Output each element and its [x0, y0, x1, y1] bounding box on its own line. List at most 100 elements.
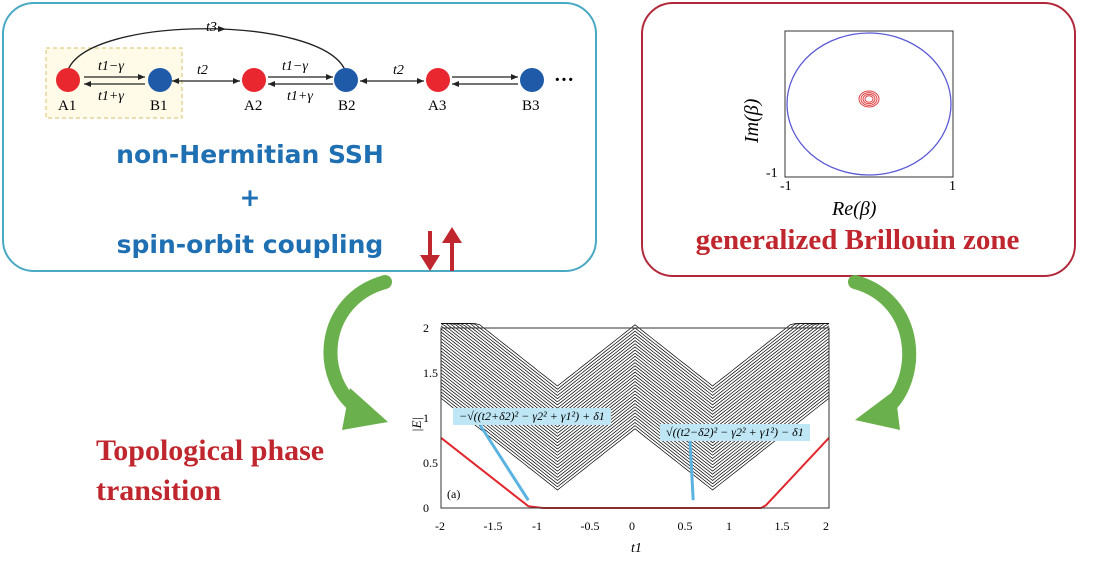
- green-arrow-left-shaft: [323, 275, 392, 417]
- x-tick-label: 1.5: [775, 519, 790, 533]
- ssh-model-panel: [2, 2, 597, 272]
- energy-band-line: [441, 323, 829, 403]
- unit-circle-curve: [786, 32, 952, 176]
- y-tick-label: 0.5: [423, 456, 438, 470]
- energy-band-line: [441, 323, 829, 393]
- site-b1: [148, 68, 172, 92]
- y-tick-label: 2: [423, 321, 429, 335]
- phase-transition-title-2: transition: [96, 474, 222, 507]
- b1-a1-backward-head: [84, 81, 91, 87]
- site-label-a3: A3: [428, 98, 446, 114]
- green-arrow-left-icon: [323, 275, 392, 430]
- energy-band-line: [440, 391, 830, 485]
- b2-a3-head-left: [360, 78, 367, 84]
- energy-band-line: [441, 323, 829, 412]
- zero-mode-curve: [440, 437, 830, 509]
- x-tick-label: 0: [629, 519, 635, 533]
- y-tick-label: 1: [423, 411, 429, 425]
- energy-band-line: [440, 331, 830, 425]
- plus-sign: +: [239, 183, 261, 212]
- spin-down-head: [420, 255, 440, 271]
- annotation-right-box: √((t2−δ2)² − γ2² + γ1²) − δ1: [660, 424, 810, 441]
- annotation-left-formula: −√((t2+δ2)² − γ2² + γ1²) + δ1: [459, 409, 605, 423]
- energy-band-line: [440, 397, 830, 491]
- spin-up-head: [442, 227, 462, 243]
- chain-ellipsis: ···: [554, 69, 574, 91]
- hop-intra-forward-label-2: t1−γ: [282, 59, 308, 74]
- phase-spectrum-plot: (a) |E| t1 -2 -1.5 -1 -0.5 0 0.5 1 1.5 2 0 0.5 1 1.…: [409, 321, 830, 556]
- hop-intra-forward-label: t1−γ: [98, 59, 124, 74]
- energy-band-line: [440, 338, 830, 431]
- y-tick-label: 1.5: [423, 366, 438, 380]
- hop-intra-backward-label-2: t1+γ: [287, 89, 313, 104]
- green-arrow-left-head: [342, 388, 388, 430]
- a3-b3-forward-head: [511, 74, 518, 80]
- energy-band-line: [440, 350, 830, 444]
- site-label-a1: A1: [58, 98, 76, 114]
- gbz-ylabel: Im(β): [741, 98, 763, 144]
- y-tick-labels: 0 0.5 1 1.5 2: [423, 321, 438, 515]
- energy-band-line: [440, 394, 830, 488]
- gbz-loop-1: [858, 90, 880, 108]
- t3-arrowhead: [218, 26, 226, 32]
- site-b3: [520, 68, 544, 92]
- phase-xlabel: t1: [631, 541, 642, 556]
- b1-a2-head-right: [233, 78, 240, 84]
- energy-band-line: [440, 325, 830, 418]
- t3-arc: [67, 28, 346, 71]
- model-title: non-Hermitian SSH: [116, 140, 384, 169]
- energy-band-line: [441, 323, 829, 412]
- energy-band-line: [441, 323, 829, 399]
- gbz-xtick-min: -1: [780, 179, 792, 194]
- annotation-left-box: −√((t2+δ2)² − γ2² + γ1²) + δ1: [453, 408, 611, 425]
- spin-arrows-icon: [420, 227, 462, 271]
- ssh-chain-diagram: t3 t1−γ t1+γ t2 t1−γ t1+γ t2 A1 B1 A2 B2…: [45, 20, 574, 119]
- gbz-plot: -1 -1 1 Re(β) Im(β): [741, 30, 956, 220]
- green-arrow-right-icon: [848, 275, 917, 430]
- t3-label: t3: [206, 20, 217, 35]
- gbz-xtick-max: 1: [949, 179, 956, 194]
- site-label-b2: B2: [338, 98, 356, 114]
- energy-band-line: [440, 341, 830, 434]
- x-tick-label: -2: [435, 519, 445, 533]
- green-arrow-right-head: [855, 390, 900, 430]
- x-tick-label: -1: [532, 519, 542, 533]
- gbz-xlabel: Re(β): [831, 198, 877, 220]
- a1-b1-forward-head: [138, 74, 145, 80]
- annotation-pointer-right: [688, 440, 695, 501]
- annotation-pointer-left: [478, 424, 530, 502]
- energy-band-line: [441, 323, 829, 396]
- energy-band-line: [440, 347, 830, 440]
- phase-ylabel: |E|: [409, 417, 424, 432]
- gbz-loop-4: [864, 95, 874, 103]
- b2-a2-backward-head: [268, 81, 275, 87]
- hop-inter-label-1: t2: [197, 63, 208, 78]
- b2-a3-head-right: [417, 78, 424, 84]
- panel-label: (a): [447, 487, 460, 501]
- green-arrow-right-shaft: [848, 275, 917, 417]
- a2-b2-forward-head: [326, 74, 333, 80]
- hop-inter-label-2: t2: [393, 63, 404, 78]
- energy-band-line: [440, 344, 830, 437]
- y-tick-label: 0: [423, 501, 429, 515]
- site-a2: [242, 68, 266, 92]
- x-tick-label: -1.5: [484, 519, 503, 533]
- energy-band-line: [440, 328, 830, 422]
- x-tick-label: -0.5: [581, 519, 600, 533]
- site-a1: [56, 68, 80, 92]
- phase-transition-title-1: Topological phase: [96, 434, 325, 467]
- energy-band-line: [441, 323, 829, 393]
- energy-band-line: [440, 353, 830, 447]
- site-label-a2: A2: [244, 98, 262, 114]
- phase-axes-frame: [440, 327, 830, 509]
- energy-band-line: [441, 323, 829, 406]
- x-tick-label: 0.5: [678, 519, 693, 533]
- gbz-loop-2: [860, 92, 878, 106]
- site-b2: [334, 68, 358, 92]
- energy-band-line: [440, 334, 830, 428]
- gbz-title: generalized Brillouin zone: [695, 224, 1020, 256]
- site-a3: [426, 68, 450, 92]
- gbz-ytick-min: -1: [766, 166, 778, 181]
- b1-a2-head-left: [172, 78, 179, 84]
